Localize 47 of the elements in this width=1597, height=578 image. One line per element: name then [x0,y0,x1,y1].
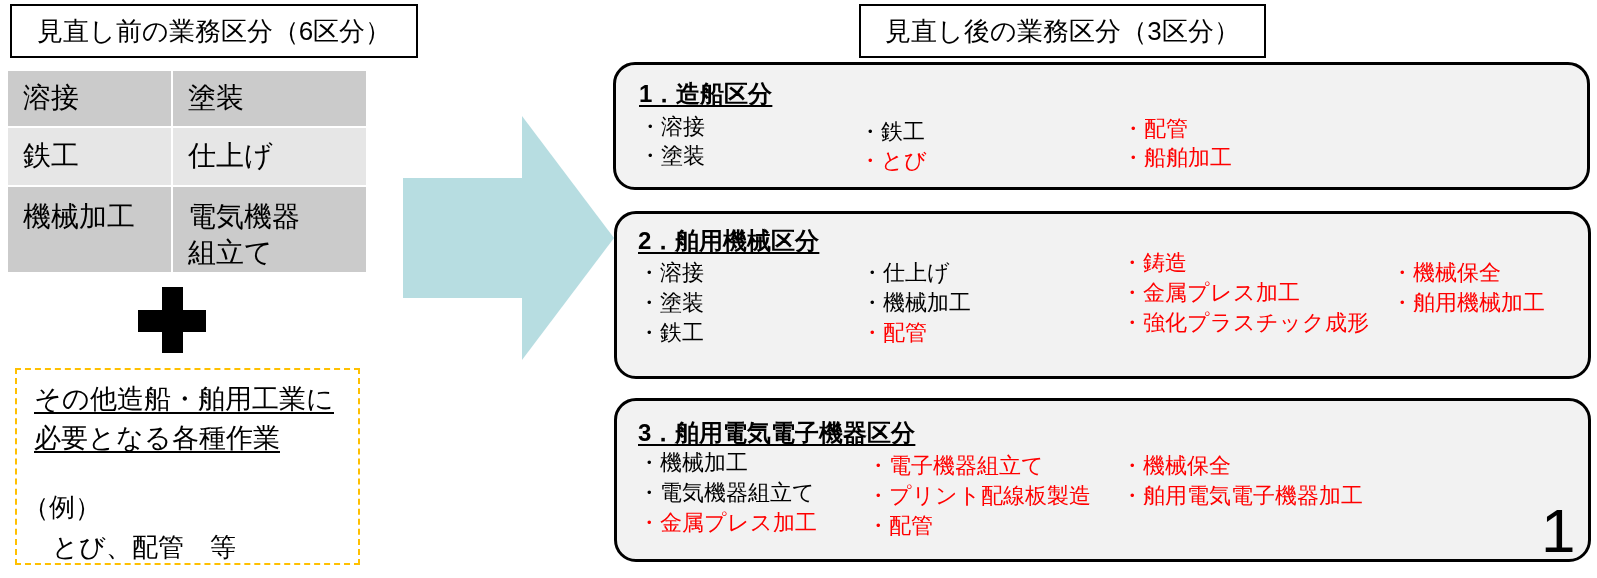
list-item: ・強化プラスチック成形 [1121,310,1369,337]
block-arrow [403,116,614,360]
list-item: ・配管 [1122,116,1188,143]
category-panel [614,211,1591,379]
list-item: ・機械保全 [1391,260,1501,287]
section-title: 見直し後の業務区分（3区分） [885,15,1240,48]
list-item: ・機械加工 [861,290,971,317]
list-item: ・舶用電気電子機器加工 [1121,483,1363,510]
list-item: ・塗装 [638,290,704,317]
table-cell: 機械加工 [8,187,171,272]
list-item: ・金属プレス加工 [1121,280,1300,307]
section-title: 見直し前の業務区分（6区分） [36,15,392,48]
table-cell: 鉄工 [8,128,171,185]
list-item: ・電子機器組立て [867,453,1044,480]
category-heading: 2．舶用機械区分 [638,226,820,256]
list-item: ・溶接 [638,260,704,287]
list-item: ・鋳造 [1121,250,1187,277]
category-heading: 3．舶用電気電子機器区分 [638,418,916,448]
list-item: ・船舶加工 [1122,145,1232,172]
table-cell: 電気機器組立て [173,187,366,272]
note-box [15,368,360,565]
table-cell: 溶接 [8,71,171,126]
table-cell: 仕上げ [173,128,366,185]
list-item: ・仕上げ [861,260,950,287]
example-text: とび、配管 等 [52,531,236,564]
table-cell: 塗装 [173,71,366,126]
category-panel [614,398,1591,562]
list-item: ・機械保全 [1121,453,1231,480]
list-item: ・電気機器組立て [638,480,815,507]
page-number: 1 [1541,500,1576,562]
list-item: ・機械加工 [638,450,748,477]
category-panel [613,62,1590,190]
title-box [859,4,1266,58]
title-box [10,4,418,58]
list-item: ・鉄工 [859,119,925,146]
list-item: ・配管 [867,513,933,540]
note-heading: その他造船・舶用工業に必要となる各種作業 [34,383,335,455]
list-item: ・配管 [861,320,927,347]
list-item: ・溶接 [639,114,705,141]
list-item: ・鉄工 [638,320,704,347]
list-item: ・とび [859,148,927,175]
list-item: ・舶用機械加工 [1391,290,1545,317]
category-heading: 1．造船区分 [639,79,773,109]
list-item: ・金属プレス加工 [638,510,817,537]
example-label: （例） [23,491,101,524]
list-item: ・プリント配線板製造 [867,483,1091,510]
list-item: ・塗装 [639,143,705,170]
